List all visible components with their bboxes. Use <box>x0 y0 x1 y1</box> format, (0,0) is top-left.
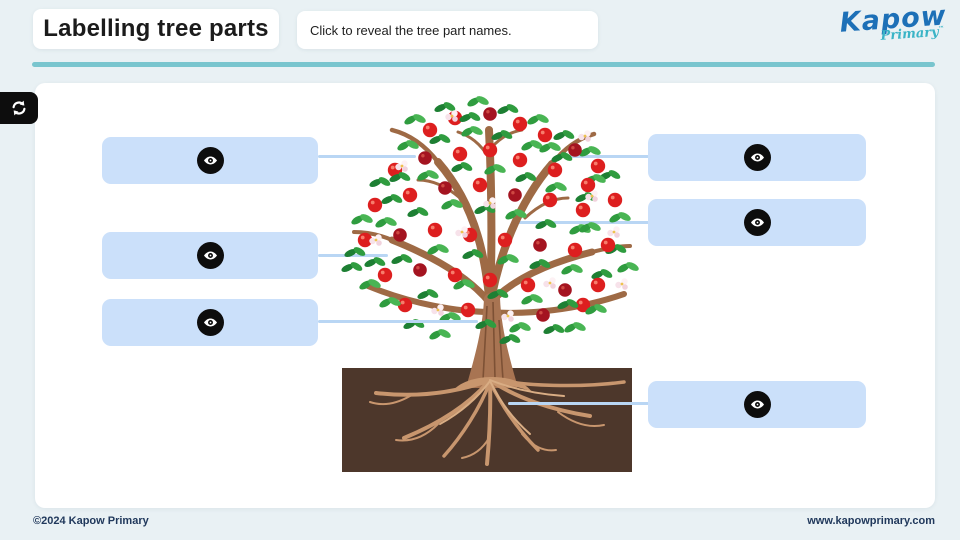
reveal-button[interactable] <box>196 242 224 269</box>
label-box-left-top[interactable] <box>102 137 318 184</box>
page-title-card: Labelling tree parts <box>33 9 279 49</box>
connector-line-left-bottom <box>318 320 478 323</box>
eye-icon <box>750 400 764 409</box>
label-box-right-middle[interactable] <box>648 199 866 246</box>
refresh-icon <box>12 100 26 116</box>
reveal-button[interactable] <box>196 309 224 336</box>
reveal-button[interactable] <box>743 391 771 418</box>
eye-icon <box>203 318 217 327</box>
teal-divider <box>32 62 935 67</box>
instruction-text: Click to reveal the tree part names. <box>310 22 512 38</box>
website-link[interactable]: www.kapowprimary.com <box>807 515 935 527</box>
tree-roots <box>369 377 626 466</box>
connector-line-right-bottom <box>508 402 649 405</box>
connector-line-left-top <box>318 155 416 158</box>
connector-line-left-middle <box>318 254 388 257</box>
label-box-right-top[interactable] <box>648 134 866 181</box>
reveal-button[interactable] <box>743 209 771 236</box>
connector-line-right-middle <box>517 221 649 224</box>
label-box-left-bottom[interactable] <box>102 299 318 346</box>
label-box-right-bottom[interactable] <box>648 381 866 428</box>
trademark-symbol: ™ <box>938 25 945 33</box>
eye-icon <box>750 153 764 162</box>
copyright-text: ©2024 Kapow Primary <box>33 515 149 527</box>
eye-icon <box>203 251 217 260</box>
reveal-button[interactable] <box>743 144 771 171</box>
connector-line-right-top <box>558 155 649 158</box>
tree-trunk <box>467 292 517 388</box>
instruction-card: Click to reveal the tree part names. <box>297 11 598 49</box>
reset-button[interactable] <box>0 92 38 124</box>
eye-icon <box>750 218 764 227</box>
tree-illustration <box>340 94 640 472</box>
eye-icon <box>203 156 217 165</box>
label-box-left-middle[interactable] <box>102 232 318 279</box>
page-title: Labelling tree parts <box>43 15 269 42</box>
kapow-primary-logo: Kapow Primary™ <box>839 0 948 45</box>
reveal-button[interactable] <box>196 147 224 174</box>
